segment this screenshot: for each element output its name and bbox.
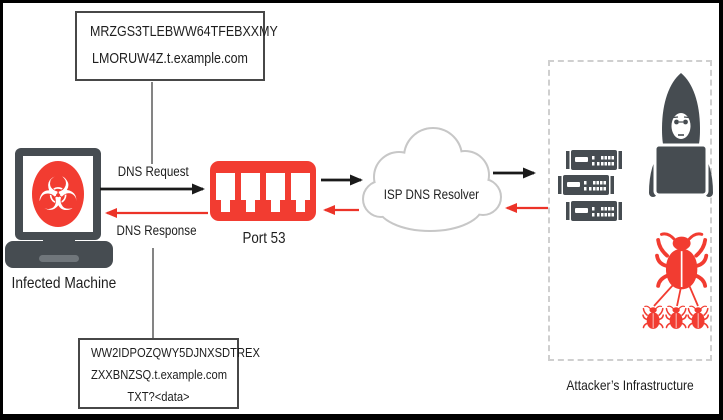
attacker-infrastructure-box	[548, 60, 712, 361]
ethernet-port	[216, 173, 235, 212]
dns-query-box: MRZGS3TLEBWW64TFEBXXMY LMORUW4Z.t.exampl…	[75, 11, 278, 81]
dns-request-label: DNS Request	[117, 164, 189, 179]
cloud-icon	[362, 127, 502, 232]
dns-response-label: DNS Response	[116, 223, 197, 238]
dns-query-line2: LMORUW4Z.t.example.com	[92, 51, 248, 67]
ethernet-port	[291, 173, 310, 212]
ethernet-port	[266, 173, 285, 212]
dns-query-line1: MRZGS3TLEBWW64TFEBXXMY	[90, 24, 278, 40]
dns-answer-line1: WW2IDPOZQWY5DJNXSDTREX	[90, 345, 260, 360]
dns-answer-box: WW2IDPOZQWY5DJNXSDTREX ZXXBNZSQ.t.exampl…	[78, 338, 260, 409]
dns-answer-line3: TXT?<data>	[127, 389, 190, 404]
biohazard-icon: ☣	[37, 168, 78, 220]
attackers-infrastructure-label: Attacker’s Infrastructure	[566, 377, 694, 393]
biohazard-badge	[32, 161, 84, 227]
infected-machine-label: Infected Machine	[11, 275, 117, 292]
ethernet-port	[241, 173, 260, 212]
network-switch-icon	[210, 161, 316, 221]
isp-dns-resolver-label: ISP DNS Resolver	[383, 187, 479, 202]
laptop-icon: ☣	[5, 148, 113, 268]
port-53-label: Port 53	[242, 230, 286, 247]
dns-answer-line2: ZXXBNZSQ.t.example.com	[90, 367, 228, 382]
